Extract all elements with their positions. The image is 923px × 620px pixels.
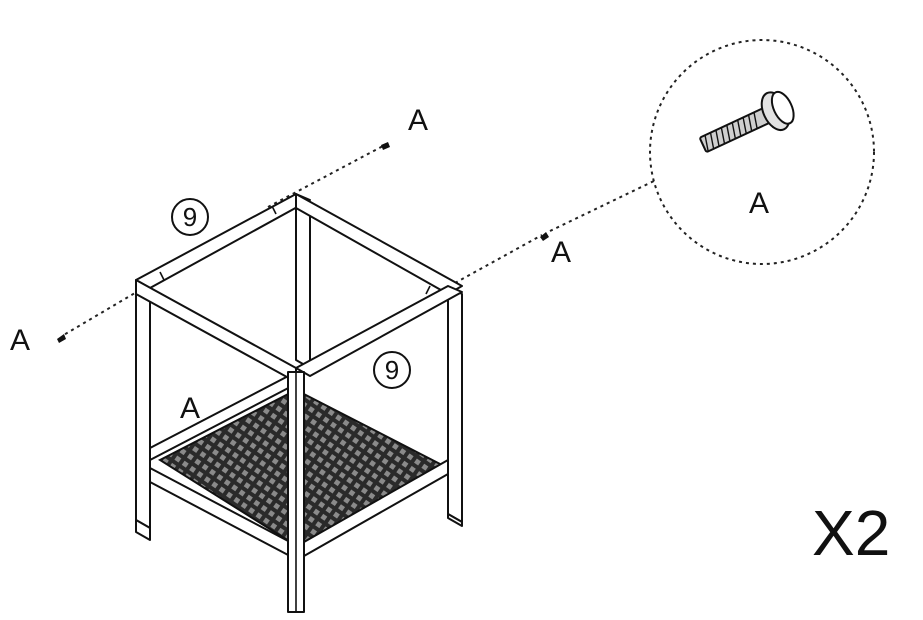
fastener-labels: A A A A	[10, 104, 571, 425]
table-frame	[135, 193, 463, 613]
svg-text:9: 9	[183, 202, 197, 232]
leader-right	[454, 234, 543, 284]
top-rail-front-left	[135, 279, 297, 383]
foot-right	[447, 513, 463, 527]
quantity-label: X2	[812, 497, 890, 569]
screw-detail-callout: A	[649, 39, 875, 265]
fastener-label-right: A	[551, 236, 571, 269]
fastener-label-left: A	[10, 324, 30, 357]
screw-label: A	[749, 187, 769, 220]
leader-left	[61, 289, 141, 337]
screw-icon	[699, 90, 795, 153]
leader-to-detail	[549, 179, 657, 232]
svg-text:9: 9	[385, 355, 399, 385]
leg-right	[447, 285, 463, 523]
top-rail-front-right	[295, 285, 463, 377]
part-badge-right: 9	[373, 351, 411, 389]
fastener-label-top: A	[408, 104, 428, 137]
leader-top-rear	[267, 145, 384, 208]
leg-back-rear	[295, 197, 311, 369]
leg-back-left	[135, 289, 151, 529]
foot-left	[135, 519, 151, 541]
top-rail-back-left	[135, 193, 311, 289]
fastener-label-inner: A	[180, 392, 200, 425]
part-number-badges: 9 9	[171, 198, 411, 389]
top-rail-back-right	[295, 193, 463, 295]
part-badge-top: 9	[171, 198, 209, 236]
screw-tips	[57, 142, 549, 343]
detail-circle	[649, 39, 875, 265]
